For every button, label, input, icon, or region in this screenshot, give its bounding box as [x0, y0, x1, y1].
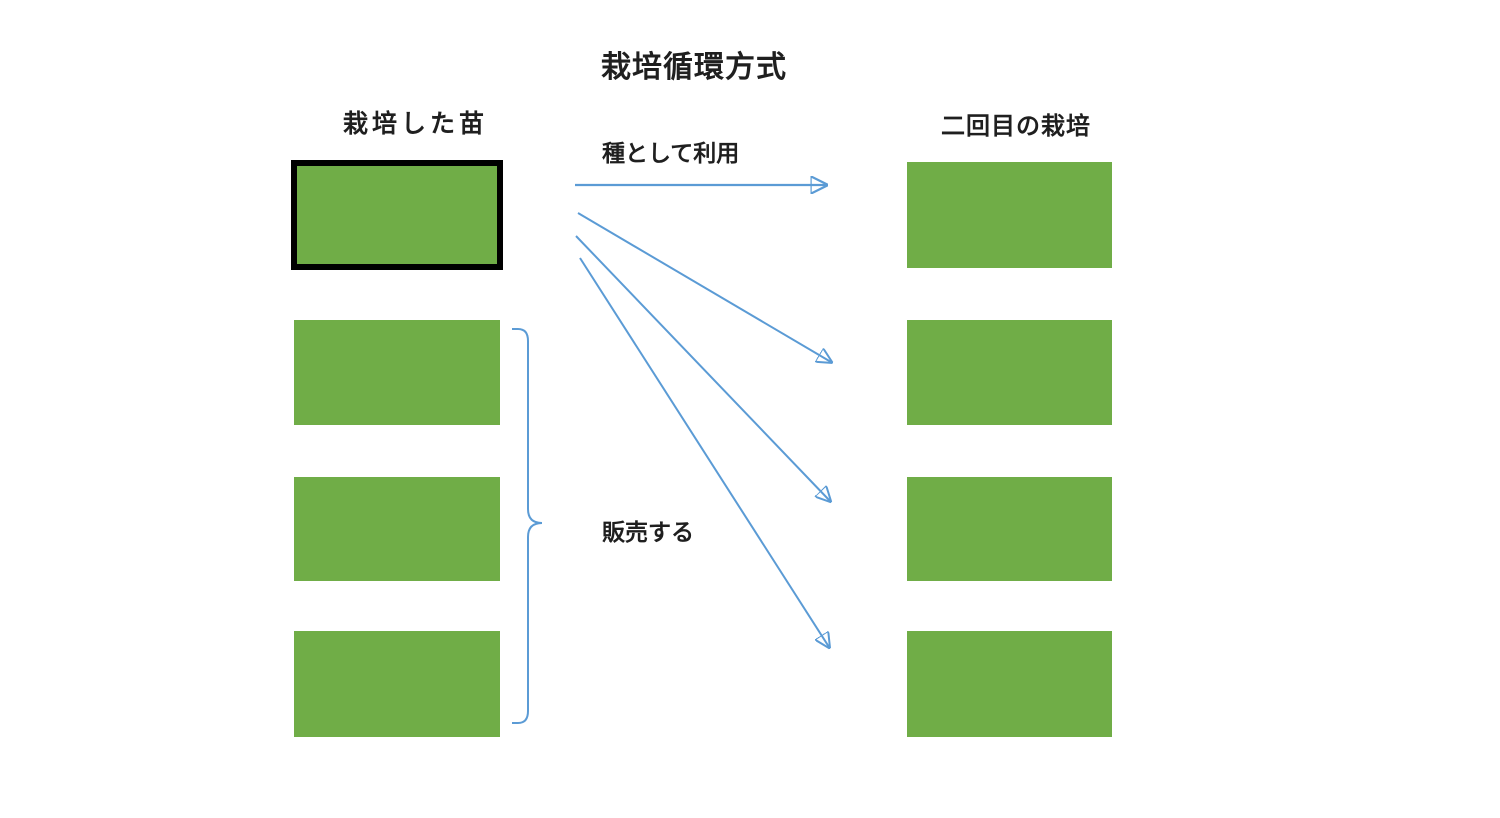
seed-use-arrow-label: 種として利用: [602, 140, 740, 166]
cultivated-seedling-box-source: [291, 160, 503, 270]
seed-use-arrow-3: [575, 235, 830, 501]
seed-use-arrow-4: [579, 257, 829, 647]
diagram-title: 栽培循環方式: [601, 51, 787, 84]
second-cultivation-box-3: [907, 477, 1112, 581]
second-cultivation-box-2: [907, 320, 1112, 425]
sell-group-label: 販売する: [602, 519, 694, 545]
sell-group-bracket: [512, 328, 543, 724]
cultivated-seedling-box-4: [294, 631, 500, 737]
cultivated-seedling-box-2: [294, 320, 500, 425]
second-cultivation-box-4: [907, 631, 1112, 737]
left-column-label: 栽培した苗: [343, 110, 489, 138]
cultivated-seedling-box-3: [294, 477, 500, 581]
right-column-label: 二回目の栽培: [941, 113, 1091, 140]
second-cultivation-box-1: [907, 162, 1112, 268]
seed-use-arrow-2: [577, 212, 831, 362]
